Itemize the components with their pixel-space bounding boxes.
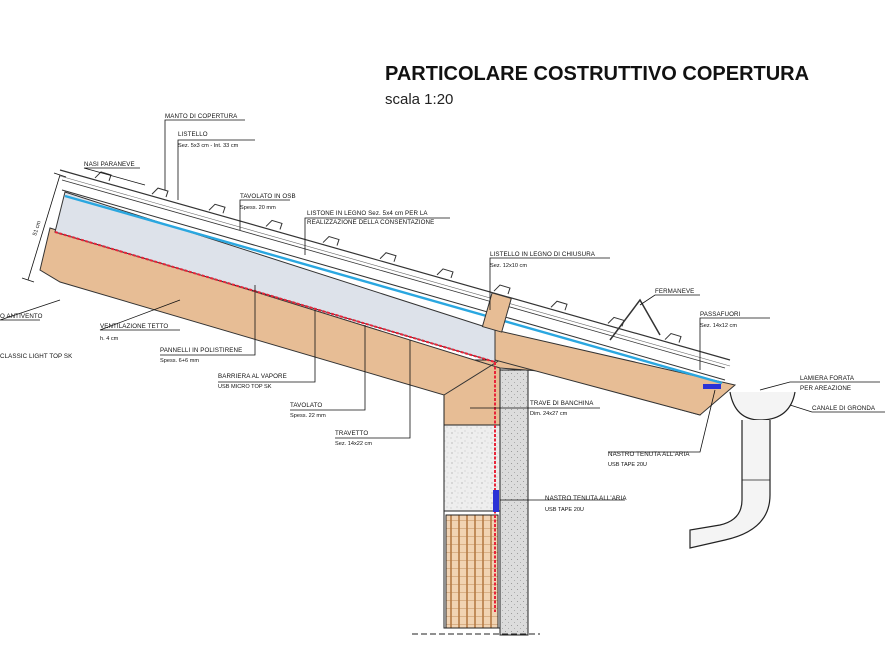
svg-text:TAVOLATO IN OSB: TAVOLATO IN OSB xyxy=(240,193,296,200)
listello-chiusura xyxy=(481,292,512,333)
concrete-curb xyxy=(443,424,501,512)
svg-text:FERMANEVE: FERMANEVE xyxy=(655,288,694,295)
svg-text:NASTRO TENUTA ALL'ARIA: NASTRO TENUTA ALL'ARIA xyxy=(608,451,690,458)
dimension-line xyxy=(27,174,61,281)
drawing-title: PARTICOLARE COSTRUTTIVO COPERTURA xyxy=(385,63,809,85)
svg-text:CLASSIC LIGHT TOP SK: CLASSIC LIGHT TOP SK xyxy=(0,353,73,360)
fermaneve xyxy=(609,298,661,341)
svg-text:Dim. 24x27 cm: Dim. 24x27 cm xyxy=(530,411,568,417)
tile-hook xyxy=(436,268,454,279)
svg-text:CANALE DI GRONDA: CANALE DI GRONDA xyxy=(812,405,876,412)
tile-hook xyxy=(151,187,169,198)
tile-hook xyxy=(550,300,568,311)
svg-text:Spess. 20 mm: Spess. 20 mm xyxy=(240,205,276,211)
svg-text:O ANTIVENTO: O ANTIVENTO xyxy=(0,313,43,320)
tile-hook xyxy=(265,219,283,230)
wall-outer-plaster xyxy=(499,369,529,636)
svg-text:TRAVETTO: TRAVETTO xyxy=(335,430,368,437)
svg-text:PANNELLI IN POLISTIRENE: PANNELLI IN POLISTIRENE xyxy=(160,347,242,354)
wall-tape xyxy=(493,490,499,512)
tile-hook xyxy=(379,252,397,262)
svg-text:Spess. 6+6 mm: Spess. 6+6 mm xyxy=(160,358,199,364)
svg-text:LISTELLO: LISTELLO xyxy=(178,131,208,138)
labels: MANTO DI COPERTURA LISTELLO Sez. 5x3 cm … xyxy=(0,113,885,513)
svg-text:LAMIERA FORATA: LAMIERA FORATA xyxy=(800,375,855,382)
ventilation-top-line xyxy=(61,179,726,369)
svg-text:PER AREAZIONE: PER AREAZIONE xyxy=(800,385,851,392)
brick-wall xyxy=(445,514,499,629)
svg-text:Spess. 22 mm: Spess. 22 mm xyxy=(290,413,326,419)
svg-text:TRAVE DI BANCHINA: TRAVE DI BANCHINA xyxy=(530,400,594,407)
osb-board xyxy=(61,189,726,381)
svg-text:USB MICRO TOP SK: USB MICRO TOP SK xyxy=(218,384,272,390)
svg-text:LISTELLO IN LEGNO DI CHIUSURA: LISTELLO IN LEGNO DI CHIUSURA xyxy=(490,251,596,258)
svg-text:Sez. 14x22 cm: Sez. 14x22 cm xyxy=(335,441,372,447)
air-barrier-line xyxy=(64,194,723,385)
svg-text:LISTONE IN LEGNO Sez. 5x4 cm P: LISTONE IN LEGNO Sez. 5x4 cm PER LA xyxy=(307,210,428,217)
drawing-scale: scala 1:20 xyxy=(385,91,453,108)
svg-text:REALIZZAZIONE DELLA CONSENTAZI: REALIZZAZIONE DELLA CONSENTAZIONE xyxy=(307,219,434,226)
downpipe xyxy=(689,420,771,549)
svg-text:NASI PARANEVE: NASI PARANEVE xyxy=(84,161,135,168)
tile-hooks xyxy=(94,171,682,343)
tile-hook xyxy=(322,236,340,246)
svg-text:VENTILAZIONE TETTO: VENTILAZIONE TETTO xyxy=(100,323,168,330)
svg-text:h. 4 cm: h. 4 cm xyxy=(100,336,119,342)
svg-text:Sez. 12x10 cm: Sez. 12x10 cm xyxy=(490,263,527,269)
svg-text:NASTRO TENUTA ALL'ARIA: NASTRO TENUTA ALL'ARIA xyxy=(545,495,627,502)
tile-hook xyxy=(664,333,682,343)
tile-hook xyxy=(493,284,511,295)
svg-text:PASSAFUORI: PASSAFUORI xyxy=(700,311,741,318)
svg-text:USB TAPE 20U: USB TAPE 20U xyxy=(545,507,584,513)
svg-text:MANTO DI COPERTURA: MANTO DI COPERTURA xyxy=(165,113,238,120)
svg-text:TAVOLATO: TAVOLATO xyxy=(290,402,322,409)
tile-hook xyxy=(208,203,226,214)
dimension-label: 51 cm xyxy=(32,220,43,237)
svg-text:Sez. 5x3 cm - Int. 33 cm: Sez. 5x3 cm - Int. 33 cm xyxy=(178,143,239,149)
svg-text:Sez. 14x12 cm: Sez. 14x12 cm xyxy=(700,323,737,329)
gutter xyxy=(729,391,796,421)
eave-tape xyxy=(703,384,721,389)
svg-text:USB TAPE 20U: USB TAPE 20U xyxy=(608,462,647,468)
svg-text:BARRIERA AL VAPORE: BARRIERA AL VAPORE xyxy=(218,373,287,380)
